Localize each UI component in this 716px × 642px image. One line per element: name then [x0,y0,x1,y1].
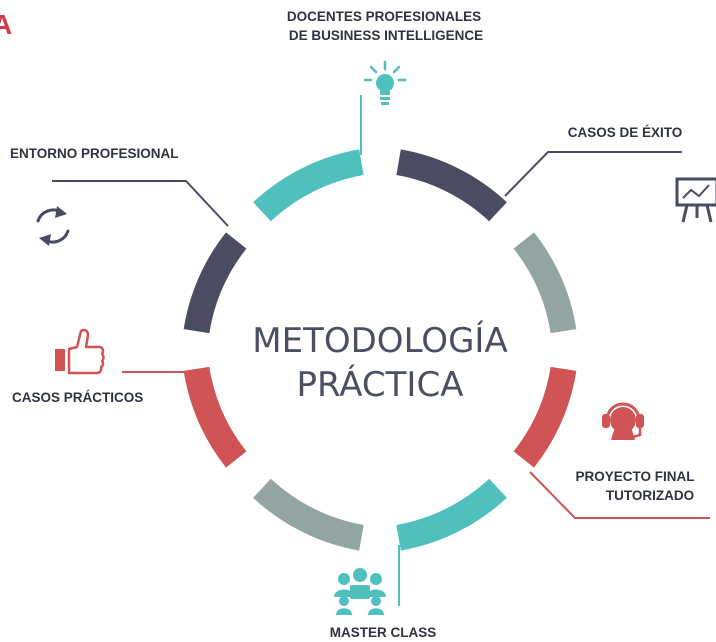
ring-segment-top-right [396,149,507,222]
connectors [52,95,710,606]
label-proyecto-line1: PROYECTO FINAL [575,469,694,484]
label-casos-practicos: CASOS PRÁCTICOS [12,390,143,405]
brand-letter-fragment: A [0,9,12,40]
group-icon [334,568,386,615]
connector-entorno [52,180,229,227]
label-casos-exito: CASOS DE ÉXITO [568,125,683,140]
ring-segment-left-upper [183,232,247,334]
headset-icon [602,402,644,440]
connector-casos-exito [504,151,682,197]
ring-segment-top-left [253,149,364,222]
thumbs-up-icon [55,328,105,375]
ring-segment-bottom-left [253,478,364,551]
label-docentes-line2: DE BUSINESS INTELLIGENCE [289,28,483,43]
ring-segment-right-upper [513,232,577,334]
connector-proyecto [529,471,710,519]
label-proyecto-line2: TUTORIZADO [606,488,694,503]
label-docentes-line1: DOCENTES PROFESIONALES [287,9,481,24]
refresh-cycle-icon [36,206,70,246]
center-title-line1: METODOLOGÍA [252,320,507,361]
label-master: MASTER CLASS [330,625,437,640]
center-title-line2: PRÁCTICA [297,364,464,405]
label-entorno: ENTORNO PROFESIONAL [10,146,179,161]
ring-segment-bottom-right [396,478,507,551]
ring-segment-left-lower [183,366,247,468]
presentation-chart-icon [675,177,716,223]
ring-segment-right-lower [513,366,577,468]
ring [183,149,577,551]
lightbulb-icon [363,60,407,105]
